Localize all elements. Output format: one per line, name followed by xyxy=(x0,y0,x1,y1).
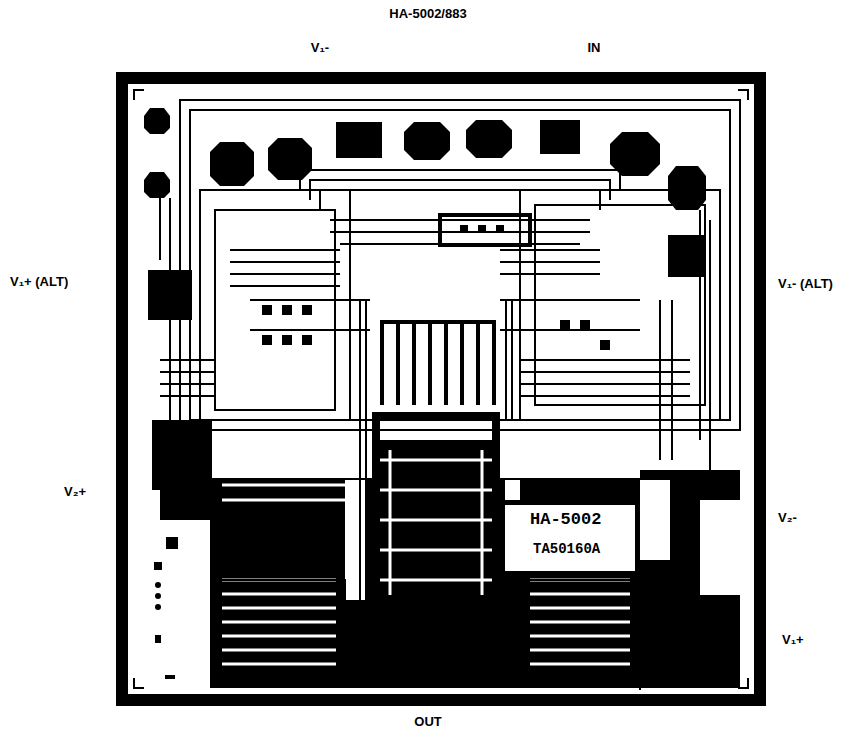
pin-label: V₁- (ALT) xyxy=(778,276,833,292)
die-feature xyxy=(154,562,162,570)
die-feature xyxy=(640,480,670,560)
die-feature xyxy=(210,142,254,186)
pin-label: OUT xyxy=(414,714,441,730)
die-feature xyxy=(380,215,530,405)
die-feature xyxy=(535,205,705,405)
die-feature xyxy=(580,320,590,330)
die-feature xyxy=(478,225,486,233)
die-feature xyxy=(540,120,580,154)
pin-label: V₂+ xyxy=(64,484,86,500)
die-feature xyxy=(262,335,272,345)
die-feature xyxy=(145,420,740,692)
die-feature xyxy=(678,612,718,652)
die-feature xyxy=(220,679,650,681)
die-feature xyxy=(215,210,335,410)
die-feature xyxy=(262,305,272,315)
die-feature xyxy=(466,120,512,158)
die-feature xyxy=(380,460,492,580)
die-feature xyxy=(155,593,161,599)
die-feature xyxy=(505,480,520,500)
die-feature xyxy=(460,225,468,233)
die-feature xyxy=(360,300,512,600)
die-feature xyxy=(210,580,640,690)
die-feature xyxy=(738,90,748,100)
die-feature xyxy=(134,90,748,688)
die-feature xyxy=(505,505,635,571)
chip-title: HA-5002/883 xyxy=(389,6,466,22)
die-feature xyxy=(134,678,144,688)
die-feature xyxy=(336,122,382,158)
die-feature xyxy=(166,537,178,549)
die-feature xyxy=(700,500,740,595)
die-feature xyxy=(382,320,494,405)
die-feature xyxy=(282,335,292,345)
die-feature xyxy=(440,215,530,245)
die-feature xyxy=(520,360,690,396)
die-feature xyxy=(145,520,210,692)
die-feature xyxy=(222,440,632,664)
pin-label: V₂- xyxy=(778,510,797,526)
die-feature xyxy=(500,250,600,274)
die-feature xyxy=(505,440,632,470)
die-feature xyxy=(372,412,500,602)
die-feature xyxy=(144,172,170,198)
die-feature xyxy=(160,100,740,690)
pin-label: V₁+ xyxy=(782,632,804,648)
die-marking: TA50160A xyxy=(533,541,600,558)
die-feature xyxy=(660,300,672,460)
die-feature xyxy=(116,72,766,706)
die-feature xyxy=(165,675,175,679)
die-feature xyxy=(155,635,161,643)
die-feature xyxy=(222,580,336,664)
die-feature xyxy=(302,335,312,345)
die-feature xyxy=(330,220,590,244)
die-feature xyxy=(154,225,610,679)
die-feature xyxy=(180,100,740,430)
die-feature xyxy=(160,360,215,396)
die-feature xyxy=(520,190,720,420)
die-feature xyxy=(200,190,350,420)
pin-label: V₁+ (ALT) xyxy=(10,274,68,290)
die-feature xyxy=(148,235,740,688)
die-feature xyxy=(302,305,312,315)
die-feature xyxy=(134,90,144,100)
die-feature xyxy=(128,84,754,694)
die-feature xyxy=(496,225,504,233)
die-feature xyxy=(300,170,620,210)
die-feature xyxy=(155,582,161,588)
die-feature xyxy=(345,480,365,600)
die-feature xyxy=(268,138,312,180)
die-feature xyxy=(222,440,360,500)
die-feature xyxy=(144,108,170,134)
die-feature xyxy=(560,320,570,330)
die-feature xyxy=(390,450,482,595)
die-marking: HA-5002 xyxy=(530,510,601,530)
die-feature xyxy=(282,305,292,315)
die-feature xyxy=(600,340,610,350)
die-feature xyxy=(160,196,710,470)
die-feature xyxy=(404,122,450,160)
pin-label: V₁- xyxy=(311,40,329,56)
die-feature xyxy=(380,320,496,324)
die-feature xyxy=(190,110,730,420)
die-feature xyxy=(230,250,340,286)
die-feature xyxy=(240,419,640,421)
die-feature xyxy=(155,604,161,610)
die-feature xyxy=(668,166,706,210)
die-feature xyxy=(668,235,704,277)
pin-label: IN xyxy=(588,40,601,56)
die-feature xyxy=(530,580,630,664)
